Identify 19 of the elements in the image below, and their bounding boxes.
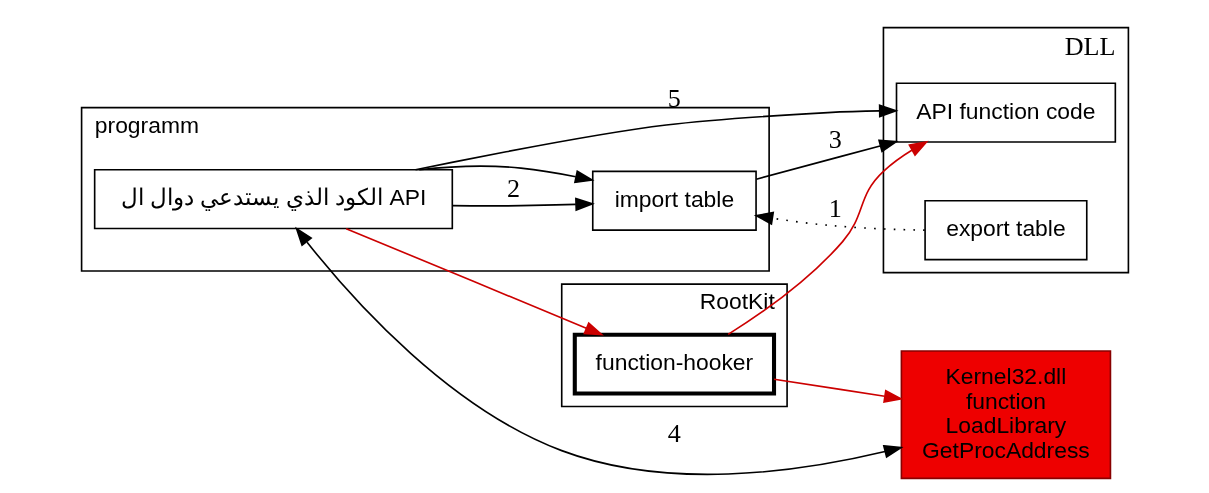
arrow	[755, 139, 899, 180]
edge-label: 1	[828, 193, 842, 223]
arrow	[772, 378, 903, 403]
arrow	[414, 104, 898, 171]
edge-label: 4	[667, 419, 681, 449]
node-box: API function code	[895, 82, 1116, 143]
arrow	[726, 140, 929, 336]
node-box: import table	[591, 170, 757, 231]
arrow	[753, 211, 925, 231]
node-box: function-hooker	[572, 332, 776, 396]
arrow	[344, 227, 604, 336]
arrow	[451, 197, 595, 212]
arrow	[417, 165, 594, 184]
arrow	[294, 226, 903, 476]
node-box: Kernel32.dll function LoadLibrary GetProcAddress	[900, 350, 1111, 480]
node-box: الكود الذي يستدعي دوال ال API	[93, 168, 453, 230]
edge-label: 2	[506, 174, 520, 204]
edge-label: 3	[828, 125, 842, 155]
node-box: export table	[923, 199, 1088, 261]
